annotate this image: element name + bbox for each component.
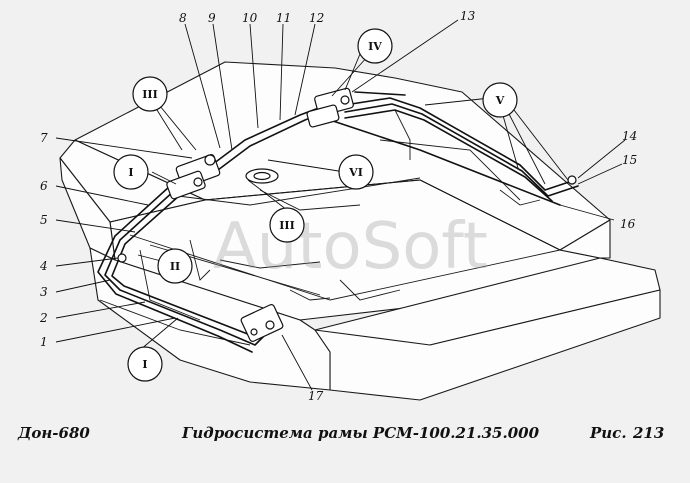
valve-block-bottom: [240, 303, 284, 343]
callout-7: 7: [40, 131, 48, 145]
svg-text:V: V: [495, 94, 505, 107]
callout-2: 2: [39, 311, 48, 325]
pipe-right-b: [344, 103, 579, 197]
callout-14: 14: [622, 129, 637, 143]
callout-11: 11: [276, 11, 291, 25]
callout-numbers: 1 2 3 4 5 6 7 8 9 10 11 12 13 14 15 16 1…: [39, 9, 637, 403]
pipe-right-c: [344, 109, 553, 202]
pipe-left-outer: [104, 189, 271, 346]
watermark: AutoSoft: [213, 210, 488, 284]
valve-block-top: [306, 87, 354, 128]
callout-17: 17: [308, 389, 324, 403]
view-marker-i-bottom: I: [127, 346, 163, 382]
callout-13: 13: [460, 9, 476, 23]
view-marker-vi: VI: [338, 154, 374, 190]
footer-title: Гидросистема рамы РСМ-100.21.35.000: [182, 424, 540, 442]
callout-8: 8: [179, 11, 187, 25]
svg-text:II: II: [170, 260, 180, 273]
pipe-13: [354, 91, 406, 96]
callout-15: 15: [622, 153, 637, 167]
svg-text:III: III: [142, 88, 157, 101]
pipe-left-3: [97, 185, 253, 353]
frame-internals: [99, 109, 561, 346]
view-marker-iii-top: III: [132, 76, 168, 112]
hydraulic-lines: [97, 91, 579, 353]
footer-fig-label: Рис.: [590, 424, 627, 442]
callout-4: 4: [39, 259, 48, 273]
callout-1: 1: [40, 335, 48, 349]
filter-vi: [245, 168, 279, 184]
leader-lines: [55, 19, 626, 391]
callout-5: 5: [40, 213, 48, 227]
callout-6: 6: [40, 179, 48, 193]
svg-text:I: I: [142, 358, 147, 371]
callout-16: 16: [620, 217, 636, 231]
fitting-14: [567, 175, 577, 185]
svg-text:I: I: [128, 166, 133, 179]
view-marker-i-top: I: [113, 154, 149, 190]
clamp-4: [117, 253, 127, 263]
footer-model: Дон-680: [18, 424, 90, 442]
view-marker-v: V: [482, 82, 518, 118]
view-marker-ii: II: [157, 248, 193, 284]
valve-blocks: [117, 87, 577, 343]
callout-9: 9: [208, 11, 216, 25]
svg-text:VI: VI: [348, 166, 363, 179]
callout-10: 10: [242, 11, 258, 25]
pipe-left-inner: [111, 194, 259, 339]
pipe-right-a: [344, 97, 576, 191]
valve-block-left: [166, 154, 221, 200]
footer-fig-number: 213: [633, 424, 665, 442]
callout-3: 3: [40, 285, 48, 299]
view-marker-iv: IV: [357, 28, 393, 64]
callout-12: 12: [309, 11, 324, 25]
view-markers: III IV V I VI III II I: [113, 28, 518, 382]
svg-text:IV: IV: [368, 40, 382, 53]
svg-text:III: III: [279, 219, 294, 232]
pipe-valve-6: [329, 119, 561, 206]
right-block-top: [559, 219, 611, 259]
view-marker-iii-mid: III: [269, 207, 305, 243]
